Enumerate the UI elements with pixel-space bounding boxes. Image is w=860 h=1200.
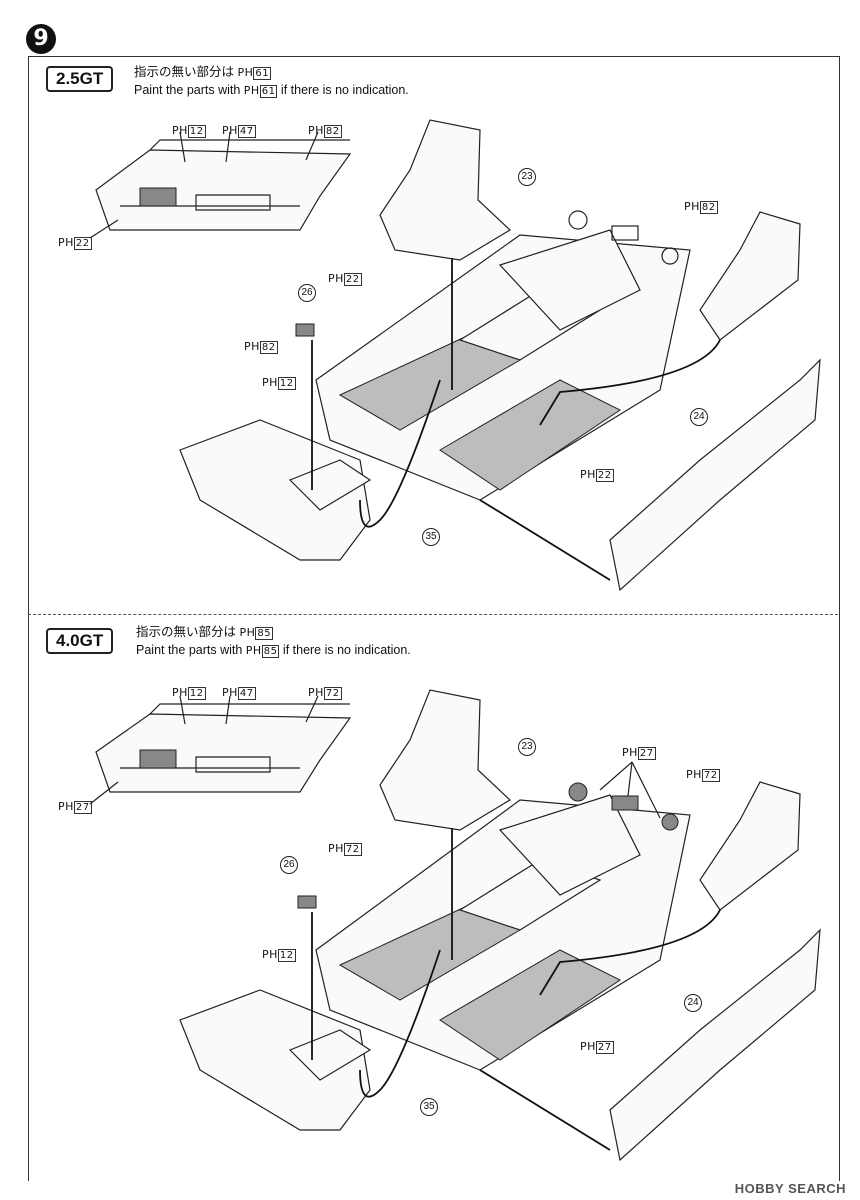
instruction-frame [28,56,840,1181]
section-2-drawing [89,689,821,1162]
note-jp: 指示の無い部分は [134,65,235,79]
variant-label-4-0gt: 4.0GT [46,628,114,654]
section-divider [28,614,838,615]
variant-label-2-5gt: 2.5GT [46,66,114,92]
note-en: Paint the parts with [136,643,243,657]
step-number-badge: 9 [26,24,56,54]
part-number: 23 [518,738,536,756]
note-jp: 指示の無い部分は [136,625,237,639]
watermark-logo: HOBBY SEARCH [734,1181,846,1196]
part-number: 35 [422,528,440,546]
part-number: 24 [690,408,708,426]
part-number: 26 [280,856,298,874]
part-number: 24 [684,994,702,1012]
part-number: 23 [518,168,536,186]
section-1-drawing [89,119,821,592]
part-number: 35 [420,1098,438,1116]
part-number: 26 [298,284,316,302]
note-en: Paint the parts with [134,83,241,97]
